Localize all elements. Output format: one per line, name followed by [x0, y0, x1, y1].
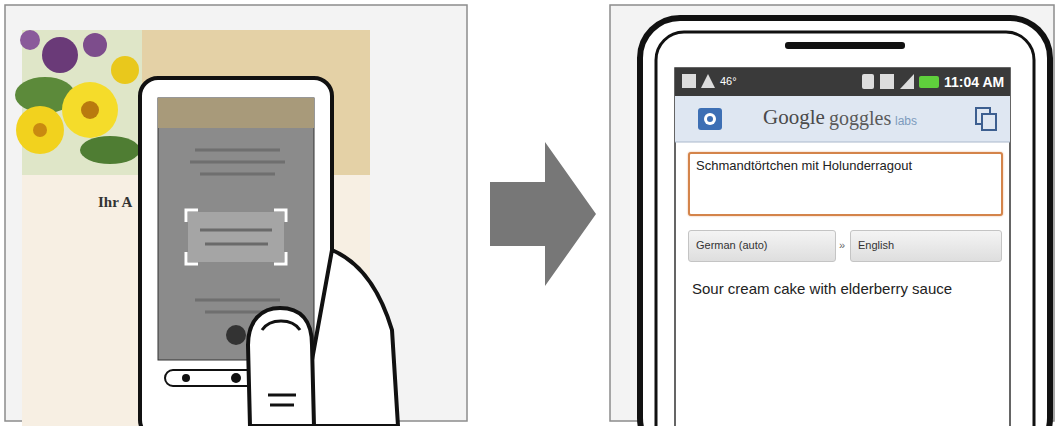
source-language-button: German (auto) — [688, 230, 836, 262]
translation-result: Sour cream cake with elderberry sauce — [692, 280, 952, 297]
flower-picture — [15, 30, 142, 175]
arrow-symbol: » — [839, 239, 845, 251]
app-title-labs: labs — [895, 114, 917, 128]
flow-arrow — [490, 142, 596, 286]
menu-heading: Ihr A — [98, 194, 132, 211]
phone-outline — [640, 18, 1050, 426]
target-language-button: English — [850, 230, 1002, 262]
node-text: English — [858, 239, 994, 251]
input-text-box: Schmandtörtchen mit Holunderragout — [688, 152, 1003, 216]
app-header — [675, 96, 1010, 142]
status-temperature: 46° — [720, 75, 737, 87]
app-title-goggles: goggles — [829, 107, 891, 130]
node-text: German (auto) — [696, 239, 828, 251]
status-clock: 11:04 AM — [944, 74, 1004, 90]
phone-in-hand — [140, 78, 398, 426]
node-text: Schmandtörtchen mit Holunderragout — [696, 158, 995, 173]
status-bar — [675, 68, 1010, 96]
app-title-google: Google — [763, 105, 825, 130]
